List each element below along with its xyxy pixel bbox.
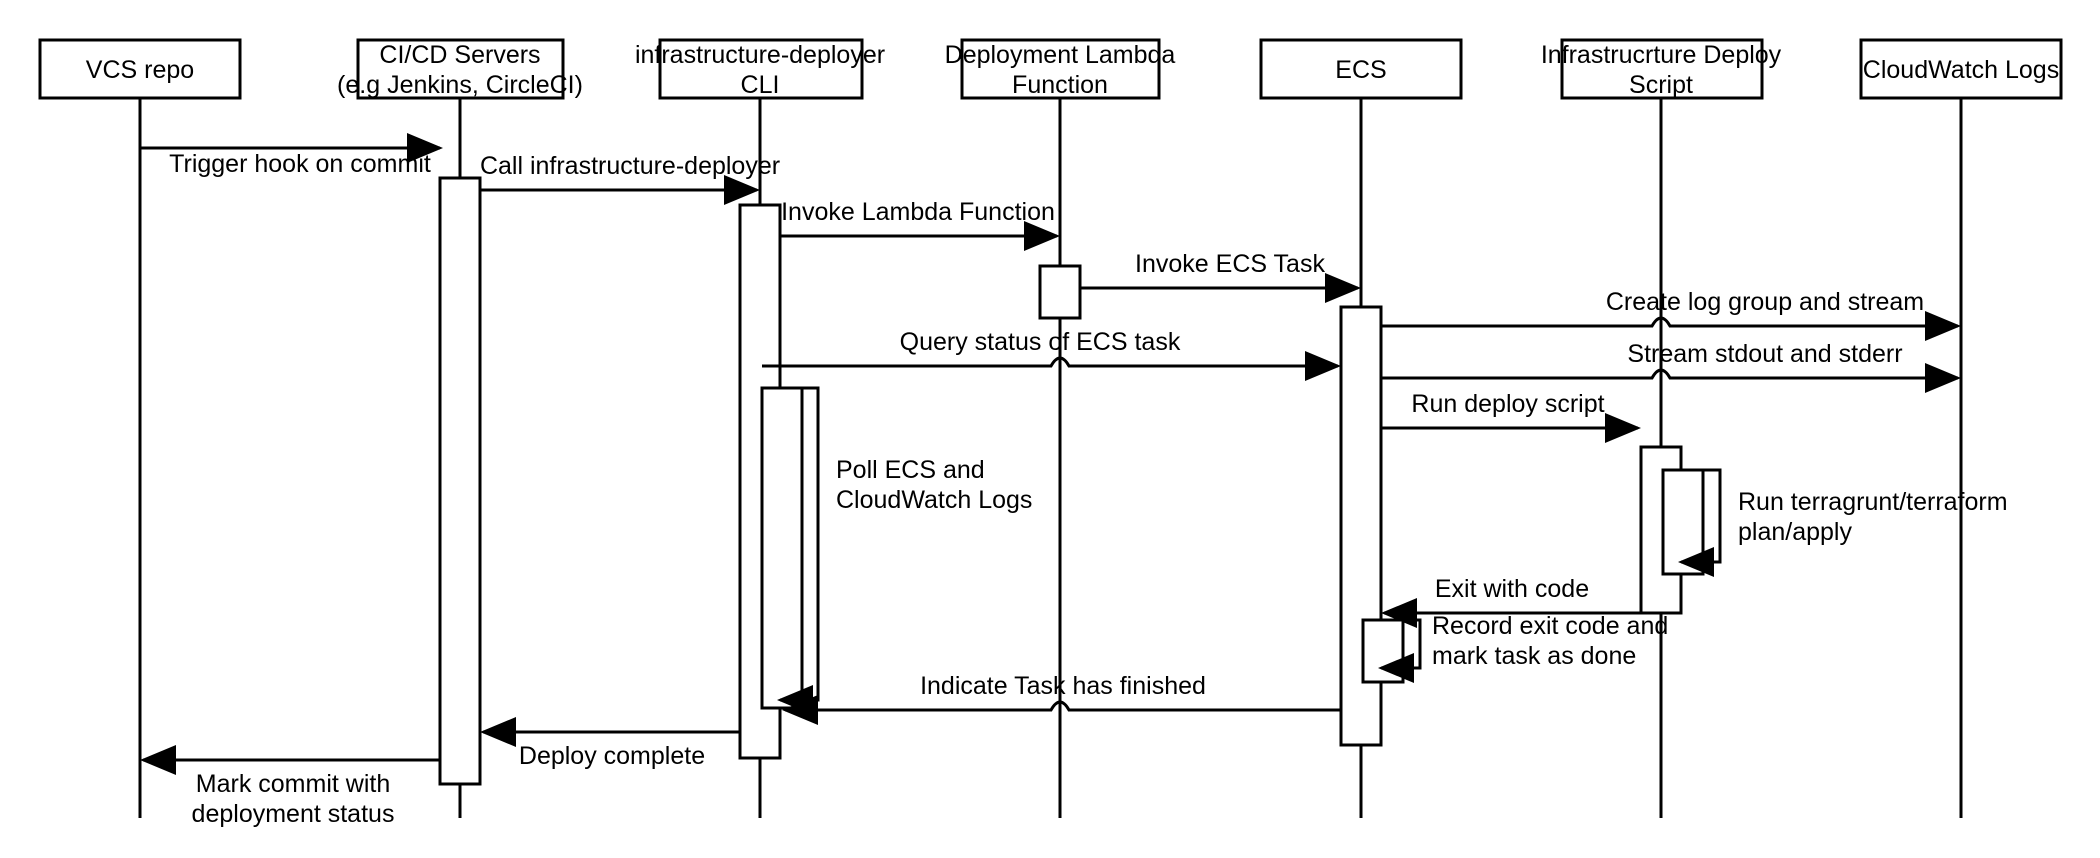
- participant-boxes-layer: VCS repo CI/CD Servers(e.g Jenkins, Circl…: [38, 38, 2063, 100]
- message-label-m3: Invoke Lambda Function: [781, 198, 1055, 226]
- participant-ecs[interactable]: ECS: [1259, 38, 1463, 100]
- message-label-m5: Create log group and stream: [1606, 288, 1924, 316]
- self-message-arrow-s1: [777, 386, 820, 715]
- message-m11: Deploy complete: [480, 717, 740, 770]
- message-m8: Run deploy script: [1381, 390, 1641, 443]
- participant-label-cicd: CI/CD Servers(e.g Jenkins, CircleCI): [337, 41, 583, 99]
- participant-cwlogs[interactable]: CloudWatch Logs: [1859, 38, 2063, 100]
- message-label-m7: Stream stdout and stderr: [1627, 340, 1902, 368]
- message-label-m6: Query status of ECS task: [900, 328, 1181, 356]
- self-message-arrow-s2: [1678, 468, 1722, 577]
- activations-layer: [438, 176, 1705, 786]
- activation-bar-act-cli-poll: [760, 386, 804, 710]
- message-m4: Invoke ECS Task: [1080, 250, 1361, 303]
- message-arrow-m7: [1381, 363, 1961, 393]
- participant-box-deploy[interactable]: [1560, 38, 1764, 100]
- participant-box-cli[interactable]: [658, 38, 864, 100]
- message-m9: Exit with code: [1381, 575, 1641, 628]
- activation-bar-act-deploy-inner: [1661, 468, 1705, 576]
- participant-box-vcs[interactable]: [38, 38, 242, 100]
- message-m3: Invoke Lambda Function: [780, 198, 1060, 251]
- participant-box-cicd[interactable]: [356, 38, 565, 100]
- participant-vcs[interactable]: VCS repo: [38, 38, 242, 100]
- participant-label-cwlogs: CloudWatch Logs: [1863, 56, 2059, 84]
- message-arrow-m5: [1381, 311, 1961, 341]
- message-label-m2: Call infrastructure-deployer: [480, 152, 780, 180]
- message-label-m4: Invoke ECS Task: [1135, 250, 1325, 278]
- message-arrow-m10: [782, 695, 1341, 725]
- message-m2: Call infrastructure-deployer: [480, 152, 780, 205]
- activation-bar-act-cicd: [438, 176, 482, 786]
- message-m6: Query status of ECS task: [762, 328, 1341, 381]
- message-label-m10: Indicate Task has finished: [920, 672, 1206, 700]
- participant-label-vcs: VCS repo: [86, 56, 194, 84]
- participant-cicd[interactable]: CI/CD Servers(e.g Jenkins, CircleCI): [337, 38, 583, 100]
- message-m1: Trigger hook on commit: [140, 133, 443, 178]
- activation-bar-act-ecs-record: [1361, 618, 1405, 684]
- message-arrow-m6: [762, 351, 1341, 381]
- activation-bar-act-lambda: [1038, 264, 1082, 320]
- self-message-arrow-s3: [1378, 618, 1422, 683]
- message-label-m8: Run deploy script: [1411, 390, 1604, 418]
- message-m10: Indicate Task has finished: [782, 672, 1341, 725]
- participant-box-cwlogs[interactable]: [1859, 38, 2063, 100]
- participant-label-ecs: ECS: [1335, 56, 1386, 84]
- message-m5: Create log group and stream: [1381, 288, 1961, 341]
- participant-box-ecs[interactable]: [1259, 38, 1463, 100]
- message-label-m9: Exit with code: [1435, 575, 1589, 603]
- message-m7: Stream stdout and stderr: [1381, 340, 1961, 393]
- participant-box-lambda[interactable]: [960, 38, 1161, 100]
- message-label-m1: Trigger hook on commit: [169, 150, 431, 178]
- messages-layer: Trigger hook on commit Call infrastructur…: [140, 133, 1961, 828]
- message-label-m11: Deploy complete: [519, 742, 705, 770]
